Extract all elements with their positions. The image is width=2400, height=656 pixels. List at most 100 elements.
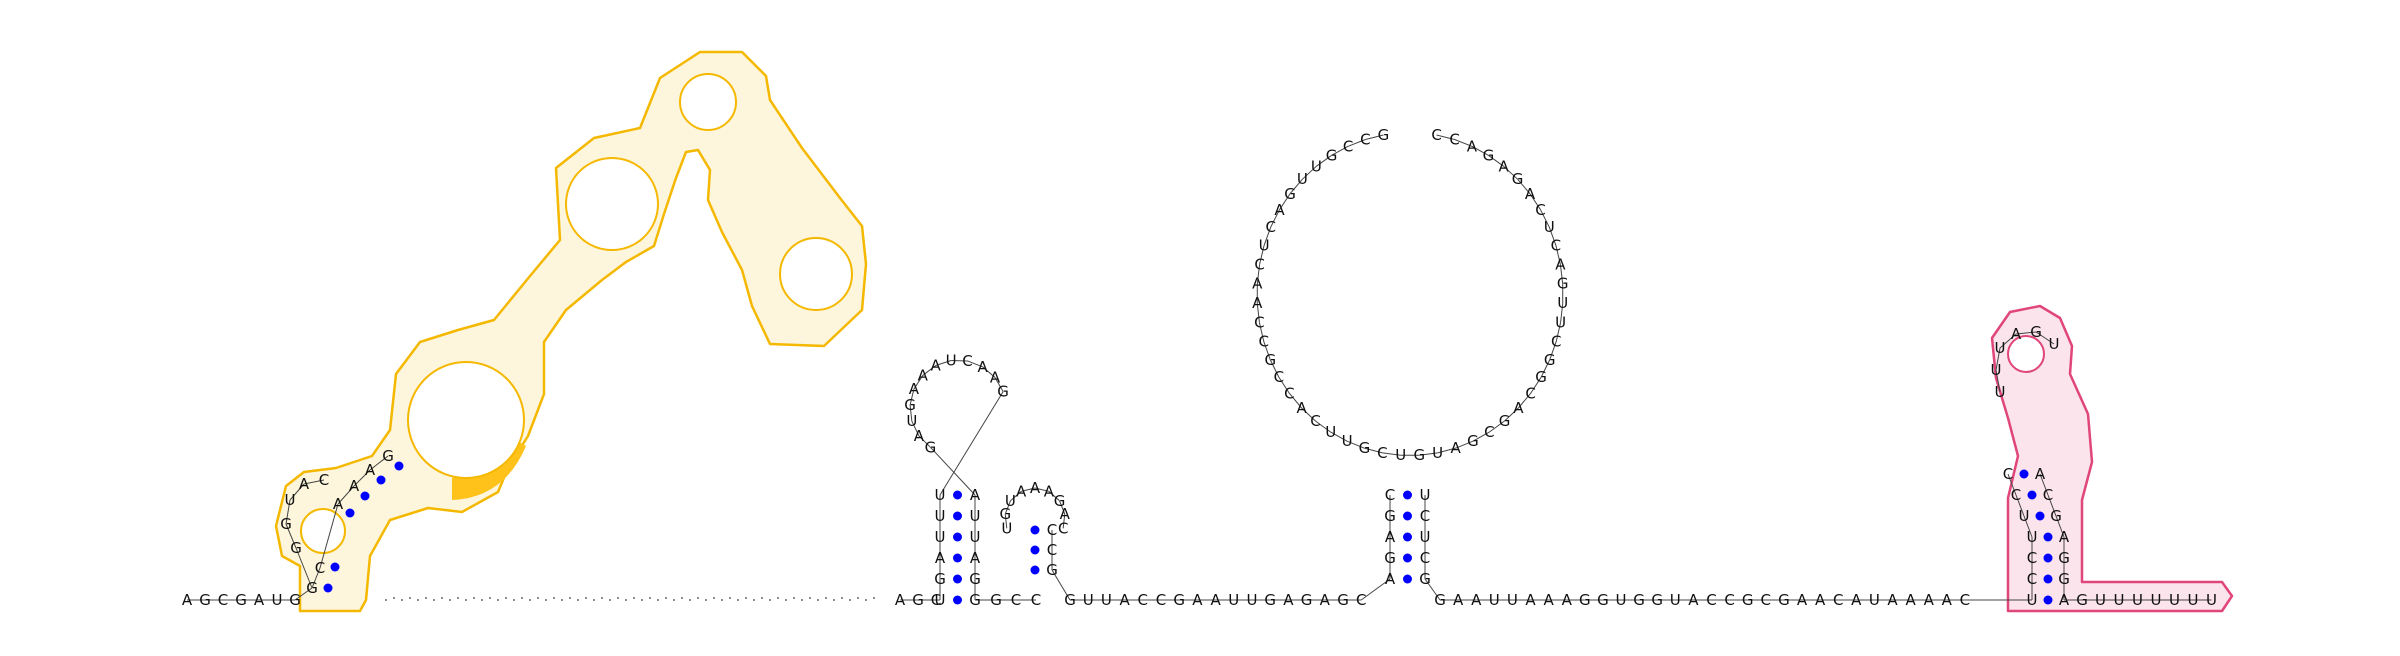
backbone-segment — [1289, 178, 1303, 195]
backbone-segment — [911, 420, 920, 437]
gap-dot — [761, 597, 763, 599]
nucleotide: G — [1483, 146, 1495, 164]
backbone-segment — [939, 391, 1004, 496]
nucleotide: G — [1264, 591, 1276, 609]
backbone-segment — [913, 375, 924, 390]
backbone-segment — [1278, 376, 1290, 394]
backbone-segment — [1048, 491, 1060, 502]
backbone-segment — [1560, 303, 1564, 323]
backbone-segment — [1279, 193, 1291, 211]
backbone-segment — [909, 404, 913, 422]
nucleotide: C — [218, 591, 228, 609]
backbone-segment — [2047, 494, 2057, 517]
gap-dot — [801, 599, 803, 601]
base-pair-dot — [330, 562, 340, 572]
backbone-segment — [918, 435, 931, 448]
nucleotide: G — [904, 396, 916, 414]
backbone-segment — [1436, 134, 1455, 140]
base-pair-dot — [1030, 565, 1040, 575]
backbone-segment — [922, 365, 936, 376]
backbone-segment — [1346, 440, 1365, 449]
backbone-segment — [353, 469, 371, 487]
nucleotide: G — [1173, 591, 1185, 609]
nucleotide: U — [1507, 591, 1518, 609]
backbone-segment — [1347, 139, 1366, 147]
nucleotide: C — [319, 471, 329, 489]
nucleotide: C — [1356, 591, 1366, 609]
gap-dot — [449, 599, 451, 601]
gap-dot — [681, 597, 683, 599]
nucleotide: A — [1525, 185, 1536, 203]
backbone-segment — [1263, 341, 1271, 361]
gap-dot — [473, 597, 475, 599]
gap-dot — [569, 597, 571, 599]
nucleotide: A — [333, 495, 344, 513]
base-pair-dot — [953, 511, 962, 521]
nucleotide: C — [2043, 486, 2053, 504]
nucleotide: U — [2114, 591, 2125, 609]
backbone-segment — [1258, 322, 1265, 342]
nucleotide: C — [1385, 486, 1395, 504]
nucleotide: G — [2058, 549, 2070, 567]
backbone-segment — [337, 485, 355, 505]
backbone-segment — [289, 483, 305, 501]
base-pair-dot — [953, 574, 962, 584]
domain-a-outline — [274, 50, 868, 613]
gap-dot — [481, 599, 483, 601]
nucleotide: U — [272, 591, 283, 609]
backbone-segment — [2015, 331, 2037, 335]
nucleotide: G — [969, 591, 981, 609]
nucleotide: A — [1283, 591, 1294, 609]
domain-a-loop-ring — [565, 157, 659, 251]
nucleotide: A — [1016, 482, 1027, 500]
backbone-segment — [2023, 515, 2033, 538]
nucleotide: A — [1525, 591, 1536, 609]
backbone-segment — [295, 547, 313, 589]
gap-dot — [497, 599, 499, 601]
nucleotide: C — [1960, 591, 1970, 609]
nucleotide: U — [1420, 528, 1431, 546]
gap-dot — [785, 599, 787, 601]
nucleotide: U — [970, 507, 981, 525]
nucleotide: C — [1724, 591, 1734, 609]
nucleotide: U — [1247, 591, 1258, 609]
backbone-segment — [1302, 165, 1317, 180]
backbone-segment — [1549, 341, 1557, 361]
domain-a-loop-ring — [679, 73, 737, 131]
gap-dot — [417, 599, 419, 601]
nucleotide: C — [931, 591, 941, 609]
nucleotide: A — [1320, 591, 1331, 609]
gap-dot — [753, 599, 755, 601]
nucleotide: A — [1060, 505, 1071, 523]
gap-dot — [521, 597, 523, 599]
nucleotide: A — [254, 591, 265, 609]
gap-dot — [777, 597, 779, 599]
gap-dot — [649, 597, 651, 599]
gap-dot — [577, 599, 579, 601]
nucleotide: G — [2058, 570, 2070, 588]
nucleotide: U — [935, 591, 946, 609]
backbone-segment — [2007, 473, 2017, 496]
nucleotide: C — [315, 559, 325, 577]
backbone-segment — [1365, 134, 1384, 140]
base-pair-dot — [953, 553, 962, 563]
backbone-segment — [1530, 376, 1542, 394]
backbone-segment — [1330, 431, 1348, 442]
nucleotide: G — [1337, 591, 1349, 609]
nucleotide: A — [1453, 591, 1464, 609]
gap-dot — [817, 599, 819, 601]
base-pair-dot — [953, 490, 962, 500]
backbone-segment — [285, 523, 297, 549]
backbone-segment — [1548, 226, 1557, 246]
base-pair-dot — [1403, 532, 1412, 542]
domain-a-loop-ring — [407, 361, 525, 479]
nucleotide: C — [1058, 519, 1068, 537]
nucleotide: A — [1924, 591, 1935, 609]
backbone-segment — [1360, 578, 1391, 601]
backbone-segment — [1540, 209, 1550, 228]
nucleotide: U — [2169, 591, 2180, 609]
nucleotide: C — [1284, 384, 1294, 402]
base-pair-dot — [1030, 525, 1040, 535]
nucleotide: U — [1395, 446, 1406, 464]
